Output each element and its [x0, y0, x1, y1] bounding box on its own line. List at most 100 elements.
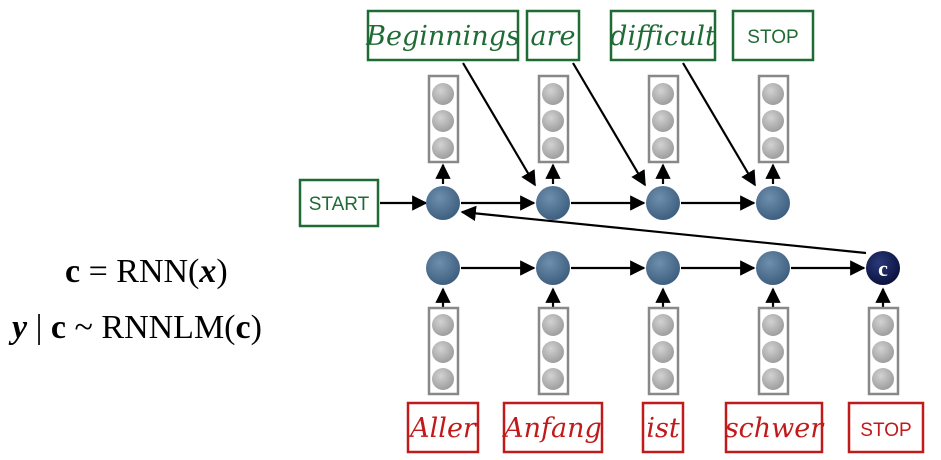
- equation-line-2: y | c ~ RNNLM(c): [8, 309, 262, 346]
- decoder-hidden-node: [426, 186, 460, 220]
- output-word-stop: STOP: [731, 9, 815, 62]
- output-vector-2: [537, 74, 570, 164]
- output-box-are: [525, 9, 581, 62]
- output-word-label: Beginnings: [365, 21, 520, 52]
- context-node-circle: [866, 251, 900, 285]
- output-word-label: are: [531, 21, 576, 52]
- vector-cell: [432, 341, 454, 363]
- decoder-hidden-node: [756, 186, 790, 220]
- vector-cell: [432, 110, 454, 132]
- feedback-arrow: [682, 62, 756, 187]
- vector-cell: [432, 314, 454, 336]
- context-arrow: [460, 205, 867, 255]
- feedback-arrow: [462, 62, 536, 187]
- vector-cell: [542, 314, 564, 336]
- input-box-schwer: [724, 401, 824, 454]
- output-word-are: are: [525, 9, 581, 62]
- context-node-label: c: [878, 256, 888, 281]
- equation-line-1: c = RNN(x): [65, 253, 228, 290]
- start-box: START: [298, 178, 380, 228]
- eq2-c2: c: [236, 309, 251, 346]
- input-word-stop: STOP: [847, 401, 925, 454]
- vector-cell: [762, 137, 784, 159]
- input-vector-5: [867, 306, 900, 396]
- input-word-schwer: schwer: [724, 401, 825, 454]
- vector-cell: [872, 368, 894, 390]
- encoder-hidden-node: [426, 251, 460, 285]
- decoder-up-arrows: [435, 163, 781, 184]
- input-word-label: STOP: [860, 420, 911, 441]
- eq1-x: x: [198, 253, 216, 290]
- vector-cell: [652, 137, 674, 159]
- decoder-hidden-node: [646, 186, 680, 220]
- eq1-close: ): [216, 253, 227, 290]
- decoder-output-vectors: [427, 74, 790, 164]
- eq1-c: c: [65, 253, 80, 290]
- decoder-hidden-nodes: [426, 186, 790, 220]
- output-word-difficult: difficult: [609, 9, 717, 62]
- vector-cell: [652, 368, 674, 390]
- output-word-label: STOP: [747, 27, 798, 48]
- equations: c = RNN(x) y | c ~ RNNLM(c): [8, 253, 262, 346]
- eq2-y: y: [8, 309, 28, 346]
- vector-cell: [652, 314, 674, 336]
- input-word-label: schwer: [725, 413, 825, 444]
- vector-cell: [542, 341, 564, 363]
- encoder-hidden-node: [756, 251, 790, 285]
- encoder-hidden-nodes: [426, 251, 790, 285]
- output-box-difficult: [609, 9, 717, 62]
- input-vector-3: [647, 306, 680, 396]
- vector-cell: [432, 368, 454, 390]
- vector-cell: [762, 368, 784, 390]
- input-vector-4: [757, 306, 790, 396]
- vector-cell: [762, 110, 784, 132]
- input-vector-2: [537, 306, 570, 396]
- eq2-close: ): [251, 309, 262, 346]
- vector-cell: [652, 83, 674, 105]
- vector-cell: [542, 83, 564, 105]
- encoder-input-vectors: [427, 306, 900, 396]
- eq2-bar: |: [27, 309, 51, 346]
- encoder-hidden-node: [646, 251, 680, 285]
- vector-cell: [432, 83, 454, 105]
- input-word-label: Anfang: [501, 413, 602, 444]
- input-box-ist: [641, 401, 685, 454]
- start-box-frame: [298, 178, 380, 228]
- encoder-hidden-node: [536, 251, 570, 285]
- output-vector-3: [647, 74, 680, 164]
- decoder-feedback-arrows: [462, 62, 756, 187]
- vector-cell: [652, 110, 674, 132]
- input-box-anfang: [502, 401, 604, 454]
- vector-cell: [652, 341, 674, 363]
- vector-cell: [542, 110, 564, 132]
- output-vector-1: [427, 74, 460, 164]
- input-box-aller: [406, 401, 480, 454]
- vector-cell: [432, 137, 454, 159]
- input-word-label: Aller: [407, 413, 478, 444]
- input-word-aller: Aller: [406, 401, 480, 454]
- output-box-beginnings: [366, 9, 520, 62]
- encoder-up-arrows: [435, 287, 891, 307]
- input-word-anfang: Anfang: [501, 401, 604, 454]
- encoder-input-words: Aller Anfang ist schwer STOP: [406, 401, 925, 454]
- vector-cell: [542, 368, 564, 390]
- input-vector-1: [427, 306, 460, 396]
- input-word-label: ist: [646, 413, 679, 444]
- eq2-tilde: ~ RNNLM(: [66, 309, 236, 346]
- output-vector-4: [757, 74, 790, 164]
- input-word-ist: ist: [641, 401, 685, 454]
- vector-cell: [872, 314, 894, 336]
- eq2-c: c: [51, 309, 66, 346]
- output-word-beginnings: Beginnings: [365, 9, 520, 62]
- vector-cell: [542, 137, 564, 159]
- output-box-stop: [731, 9, 815, 62]
- output-word-label: difficult: [610, 21, 716, 52]
- context-node: c: [866, 251, 900, 285]
- decoder-output-words: Beginnings are difficult STOP: [365, 9, 815, 62]
- vector-cell: [762, 314, 784, 336]
- start-label: START: [309, 194, 370, 215]
- feedback-arrow: [572, 62, 646, 187]
- decoder-hidden-node: [536, 186, 570, 220]
- vector-cell: [872, 341, 894, 363]
